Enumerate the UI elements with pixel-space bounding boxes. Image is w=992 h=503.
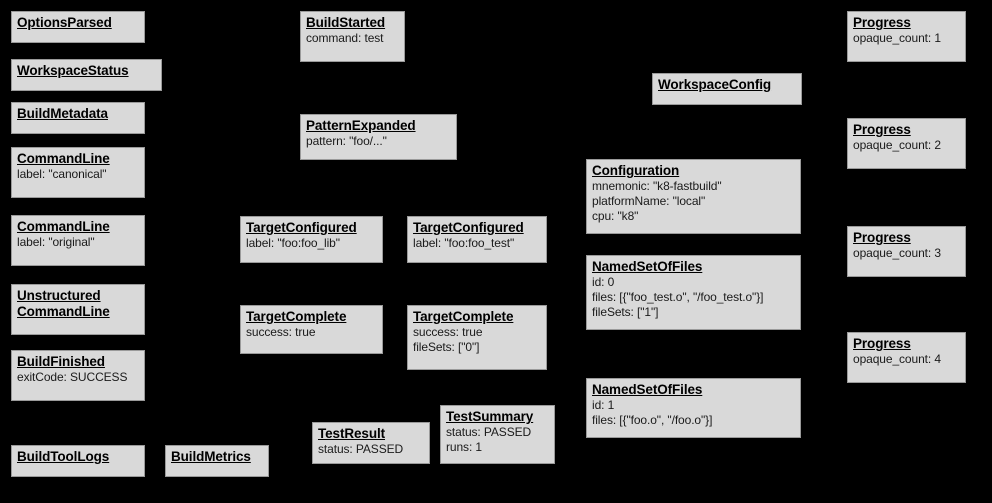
node-title: NamedSetOfFiles <box>592 259 703 274</box>
node-detail-line: status: PASSED <box>318 442 404 456</box>
node-title: Progress <box>853 230 911 245</box>
node-title: CommandLine <box>17 151 110 166</box>
node-title: BuildMetadata <box>17 106 108 121</box>
node-detail-line: label: "original" <box>17 235 95 249</box>
node-title: TestSummary <box>446 409 534 424</box>
node-title: CommandLine <box>17 304 110 319</box>
node-build-tool-logs[interactable]: BuildToolLogs <box>11 445 145 477</box>
node-detail-line: fileSets: ["0"] <box>413 340 480 354</box>
node-title: WorkspaceStatus <box>17 63 129 78</box>
node-detail-line: label: "canonical" <box>17 167 107 181</box>
node-workspace-config[interactable]: WorkspaceConfig <box>652 73 802 105</box>
node-detail-line: opaque_count: 1 <box>853 31 941 45</box>
node-title: BuildFinished <box>17 354 105 369</box>
node-detail-line: id: 1 <box>592 398 615 412</box>
node-title: PatternExpanded <box>306 118 416 133</box>
node-title: Progress <box>853 336 911 351</box>
node-title: OptionsParsed <box>17 15 112 30</box>
node-title: Configuration <box>592 163 680 178</box>
node-title: TargetComplete <box>413 309 514 324</box>
node-title: Progress <box>853 15 911 30</box>
node-detail-line: files: [{"foo.o", "/foo.o"}] <box>592 413 713 427</box>
node-detail-line: platformName: "local" <box>592 194 706 208</box>
node-detail-line: opaque_count: 4 <box>853 352 941 366</box>
node-build-metadata[interactable]: BuildMetadata <box>11 102 145 134</box>
node-detail-line: command: test <box>306 31 384 45</box>
node-title: BuildToolLogs <box>17 449 110 464</box>
node-detail-line: mnemonic: "k8-fastbuild" <box>592 179 722 193</box>
node-title: NamedSetOfFiles <box>592 382 703 397</box>
node-detail-line: exitCode: SUCCESS <box>17 370 128 384</box>
node-title: WorkspaceConfig <box>658 77 772 92</box>
node-detail-line: runs: 1 <box>446 440 482 454</box>
node-detail-line: opaque_count: 2 <box>853 138 941 152</box>
node-detail-line: success: true <box>413 325 483 339</box>
node-detail-line: opaque_count: 3 <box>853 246 941 260</box>
node-detail-line: label: "foo:foo_lib" <box>246 236 340 250</box>
node-title: Unstructured <box>17 288 101 303</box>
node-title: TestResult <box>318 426 386 441</box>
node-detail-line: fileSets: ["1"] <box>592 305 659 319</box>
node-detail-line: files: [{"foo_test.o", "/foo_test.o"}] <box>592 290 764 304</box>
node-title: CommandLine <box>17 219 110 234</box>
node-detail-line: id: 0 <box>592 275 615 289</box>
node-title: BuildMetrics <box>171 449 251 464</box>
node-detail-line: status: PASSED <box>446 425 532 439</box>
node-options-parsed[interactable]: OptionsParsed <box>11 11 145 43</box>
node-detail-line: pattern: "foo/..." <box>306 134 387 148</box>
node-title: TargetConfigured <box>246 220 357 235</box>
node-title: BuildStarted <box>306 15 386 30</box>
node-detail-line: success: true <box>246 325 316 339</box>
node-detail-line: cpu: "k8" <box>592 209 639 223</box>
node-build-metrics[interactable]: BuildMetrics <box>165 445 269 477</box>
node-detail-line: label: "foo:foo_test" <box>413 236 515 250</box>
node-title: TargetConfigured <box>413 220 524 235</box>
node-title: Progress <box>853 122 911 137</box>
node-workspace-status[interactable]: WorkspaceStatus <box>11 59 162 91</box>
node-title: TargetComplete <box>246 309 347 324</box>
